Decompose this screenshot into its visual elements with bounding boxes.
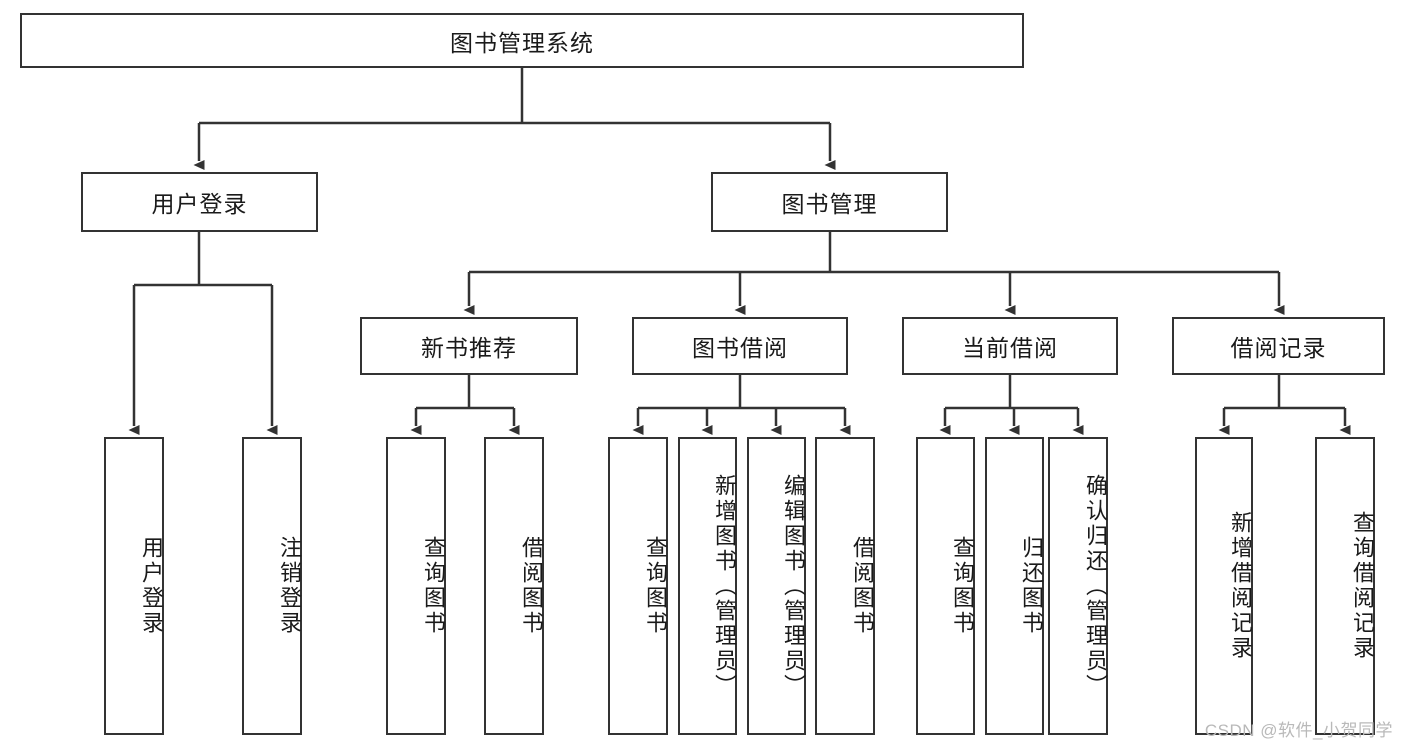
node-leaf-query-record-label: 查询借阅记录	[1350, 511, 1375, 661]
node-leaf-user-logout[interactable]: 注销登录	[242, 437, 302, 735]
node-root[interactable]: 图书管理系统	[20, 13, 1024, 68]
node-leaf-add-book-label: 新增图书（管理员）	[712, 473, 737, 699]
node-borrow-record[interactable]: 借阅记录	[1172, 317, 1385, 375]
node-leaf-borrow-book-rec-label: 借阅图书	[519, 536, 544, 636]
node-current-borrow[interactable]: 当前借阅	[902, 317, 1118, 375]
node-book-manage[interactable]: 图书管理	[711, 172, 948, 232]
node-leaf-user-login-label: 用户登录	[139, 536, 164, 636]
node-leaf-add-book[interactable]: 新增图书（管理员）	[678, 437, 737, 735]
node-leaf-edit-book[interactable]: 编辑图书（管理员）	[747, 437, 806, 735]
node-leaf-add-record-label: 新增借阅记录	[1228, 511, 1253, 661]
node-leaf-query-book-bb-label: 查询图书	[643, 536, 668, 636]
node-new-book-rec-label: 新书推荐	[421, 335, 517, 361]
node-leaf-query-book-rec-label: 查询图书	[421, 536, 446, 636]
node-leaf-user-logout-label: 注销登录	[277, 536, 302, 636]
node-leaf-return-book-label: 归还图书	[1019, 536, 1044, 636]
node-leaf-edit-book-label: 编辑图书（管理员）	[781, 473, 806, 699]
node-leaf-add-record[interactable]: 新增借阅记录	[1195, 437, 1253, 735]
node-leaf-return-book[interactable]: 归还图书	[985, 437, 1044, 735]
node-book-borrow-label: 图书借阅	[692, 335, 788, 361]
node-current-borrow-label: 当前借阅	[962, 335, 1058, 361]
node-leaf-borrow-book-rec[interactable]: 借阅图书	[484, 437, 544, 735]
node-leaf-user-login[interactable]: 用户登录	[104, 437, 164, 735]
node-leaf-confirm-return[interactable]: 确认归还（管理员）	[1048, 437, 1108, 735]
node-borrow-record-label: 借阅记录	[1230, 335, 1327, 361]
node-leaf-borrow-book-bb[interactable]: 借阅图书	[815, 437, 875, 735]
node-user-login[interactable]: 用户登录	[81, 172, 318, 232]
node-root-label: 图书管理系统	[450, 29, 594, 56]
node-user-login-label: 用户登录	[151, 191, 248, 217]
node-book-manage-label: 图书管理	[781, 191, 878, 217]
node-leaf-query-record[interactable]: 查询借阅记录	[1315, 437, 1375, 735]
node-new-book-rec[interactable]: 新书推荐	[360, 317, 578, 375]
node-leaf-query-book-cb-label: 查询图书	[950, 536, 975, 636]
node-leaf-confirm-return-label: 确认归还（管理员）	[1083, 473, 1108, 699]
node-book-borrow[interactable]: 图书借阅	[632, 317, 848, 375]
node-leaf-query-book-bb[interactable]: 查询图书	[608, 437, 668, 735]
watermark-text: CSDN @软件_小贺同学	[1204, 721, 1393, 740]
node-leaf-query-book-rec[interactable]: 查询图书	[386, 437, 446, 735]
node-leaf-borrow-book-bb-label: 借阅图书	[850, 536, 875, 636]
node-leaf-query-book-cb[interactable]: 查询图书	[916, 437, 975, 735]
